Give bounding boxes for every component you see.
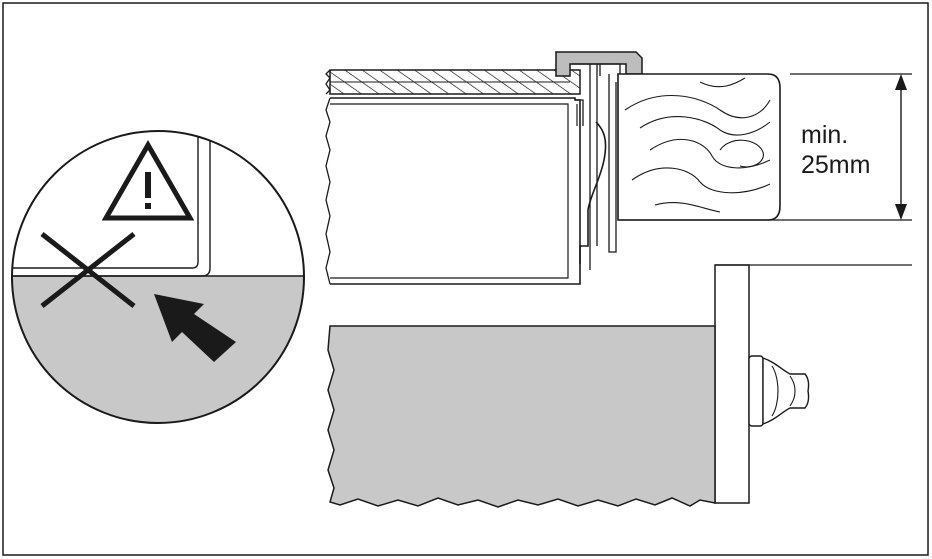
x-mark-icon [40, 232, 136, 308]
hob-glass-plate [325, 69, 581, 95]
arrow-icon [154, 294, 236, 362]
spring-clip [579, 121, 607, 264]
appliance-housing [325, 97, 584, 285]
thickness-dimension [620, 73, 912, 221]
drawer-front [327, 325, 716, 508]
wooden-worktop [617, 73, 781, 221]
drawer-knob-icon [748, 355, 810, 427]
dimension-label-min: min. [801, 121, 848, 149]
dimension-label-value: 25mm [801, 151, 870, 179]
warning-triangle-icon [101, 139, 195, 221]
